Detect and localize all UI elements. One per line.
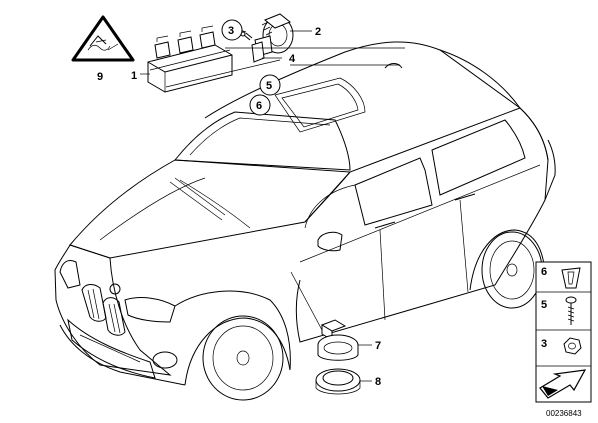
screw-icon bbox=[565, 296, 577, 325]
callout-6-circle bbox=[249, 94, 271, 116]
callout-5: 5 bbox=[266, 80, 272, 92]
callout-4: 4 bbox=[289, 53, 296, 65]
callout-9: 9 bbox=[97, 71, 103, 83]
callout-3: 3 bbox=[228, 25, 234, 37]
legend-label-3: 3 bbox=[541, 338, 547, 350]
callout-8: 8 bbox=[375, 376, 381, 388]
callout-3-circle bbox=[221, 19, 243, 41]
doc-number: 00236843 bbox=[546, 409, 582, 418]
hex-nut-icon bbox=[563, 337, 582, 355]
sensor-part bbox=[317, 319, 359, 361]
leader-lines bbox=[140, 29, 405, 382]
callout-2: 2 bbox=[315, 26, 321, 38]
callout-6: 6 bbox=[256, 100, 262, 112]
legend-label-5: 5 bbox=[541, 299, 547, 311]
fastener-legend: 6 5 3 bbox=[535, 261, 592, 403]
callout-labels: 9 1 2 3 4 5 6 7 8 bbox=[97, 19, 381, 388]
car-illustration bbox=[54, 41, 556, 401]
bracket-part bbox=[251, 41, 265, 63]
bolt-part bbox=[240, 31, 253, 41]
horn-part bbox=[254, 13, 294, 57]
warning-triangle-icon bbox=[71, 15, 135, 62]
callout-5-circle bbox=[259, 74, 281, 96]
clip-nut-icon bbox=[561, 267, 581, 289]
control-unit-part bbox=[147, 25, 233, 93]
arrow-icon bbox=[539, 369, 587, 399]
callout-7: 7 bbox=[375, 340, 381, 352]
ring-part bbox=[315, 368, 361, 395]
callout-1: 1 bbox=[131, 70, 137, 82]
legend-label-6: 6 bbox=[541, 266, 547, 278]
